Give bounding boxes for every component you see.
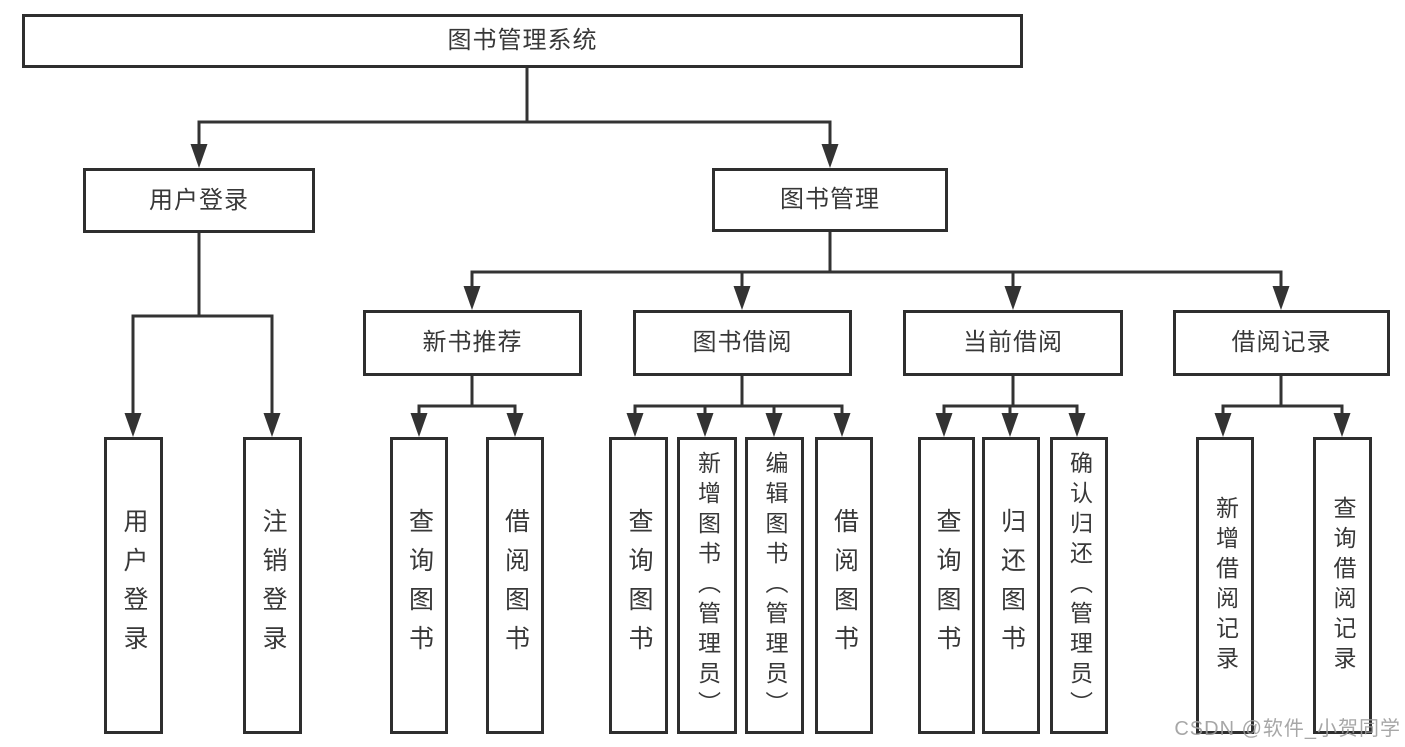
leaf-query-books-3: 查询图书: [918, 437, 975, 734]
leaf-edit-books-admin-label: 编辑图书（管理员）: [762, 450, 788, 721]
connector-root-to-level2: [197, 66, 832, 152]
leaf-add-borrow-record: 新增借阅记录: [1196, 437, 1254, 734]
leaf-edit-books-admin: 编辑图书（管理员）: [745, 437, 804, 734]
arrowhead: [1004, 286, 1022, 310]
arrowhead: [1214, 413, 1232, 437]
leaf-borrow-books-1: 借阅图书: [486, 437, 544, 734]
node-new-books-label: 新书推荐: [422, 329, 523, 356]
leaf-add-books-admin-label: 新增图书（管理员）: [694, 450, 721, 721]
leaf-confirm-return-admin: 确认归还（管理员）: [1050, 437, 1108, 734]
leaf-query-books-1: 查询图书: [390, 437, 448, 734]
node-user-login: 用户登录: [83, 168, 315, 233]
arrowhead: [463, 286, 481, 310]
arrowhead: [506, 413, 524, 437]
node-borrow-records-label: 借阅记录: [1231, 329, 1332, 356]
arrowhead: [1272, 286, 1290, 310]
node-current-borrowing: 当前借阅: [903, 310, 1123, 376]
node-book-borrowing: 图书借阅: [633, 310, 852, 376]
leaf-query-books-3-label: 查询图书: [933, 507, 961, 664]
arrowhead: [1068, 413, 1086, 437]
node-root-label: 图书管理系统: [447, 27, 598, 54]
connector-new-books-to-leaves: [417, 374, 517, 422]
connector-records-to-leaves: [1221, 374, 1344, 422]
leaf-user-login-label: 用户登录: [120, 507, 148, 664]
node-user-login-label: 用户登录: [149, 186, 249, 214]
leaf-add-books-admin: 新增图书（管理员）: [677, 437, 737, 734]
leaf-query-borrow-record: 查询借阅记录: [1313, 437, 1372, 734]
leaf-borrow-books-1-label: 借阅图书: [501, 507, 530, 664]
arrowhead: [1001, 413, 1019, 437]
arrowhead: [833, 413, 851, 437]
arrowhead: [124, 413, 142, 437]
arrowhead: [733, 286, 751, 310]
watermark: CSDN @软件_小贺同学: [1174, 718, 1401, 740]
leaf-confirm-return-admin-label: 确认归还（管理员）: [1066, 450, 1093, 721]
arrowhead: [935, 413, 953, 437]
arrowhead: [626, 413, 644, 437]
arrowhead: [410, 413, 428, 437]
node-book-management: 图书管理: [712, 168, 948, 232]
node-new-books: 新书推荐: [363, 310, 582, 376]
leaf-query-borrow-record-label: 查询借阅记录: [1330, 495, 1356, 676]
arrowhead: [190, 144, 208, 168]
leaf-query-books-1-label: 查询图书: [405, 507, 434, 664]
leaf-add-borrow-record-label: 新增借阅记录: [1212, 495, 1239, 676]
node-book-borrowing-label: 图书借阅: [692, 329, 793, 356]
leaf-return-books: 归还图书: [982, 437, 1040, 734]
connector-book-mgmt-to-level3: [470, 230, 1283, 294]
connector-borrowing-to-leaves: [633, 374, 844, 422]
leaf-logout: 注销登录: [243, 437, 302, 734]
node-book-management-label: 图书管理: [780, 186, 880, 213]
leaf-query-books-2: 查询图书: [609, 437, 668, 734]
arrowhead: [696, 413, 714, 437]
arrowhead: [821, 144, 839, 168]
leaf-borrow-books-2-label: 借阅图书: [830, 507, 859, 664]
node-current-borrowing-label: 当前借阅: [963, 329, 1063, 356]
node-root: 图书管理系统: [22, 14, 1023, 68]
leaf-user-login: 用户登录: [104, 437, 163, 734]
leaf-borrow-books-2: 借阅图书: [815, 437, 873, 734]
leaf-return-books-label: 归还图书: [997, 507, 1026, 664]
node-borrow-records: 借阅记录: [1173, 310, 1390, 376]
arrowhead: [263, 413, 281, 437]
leaf-query-books-2-label: 查询图书: [625, 507, 653, 664]
connector-user-login-to-leaves: [131, 231, 274, 422]
arrowhead: [765, 413, 783, 437]
arrowhead: [1333, 413, 1351, 437]
leaf-logout-label: 注销登录: [259, 507, 287, 664]
